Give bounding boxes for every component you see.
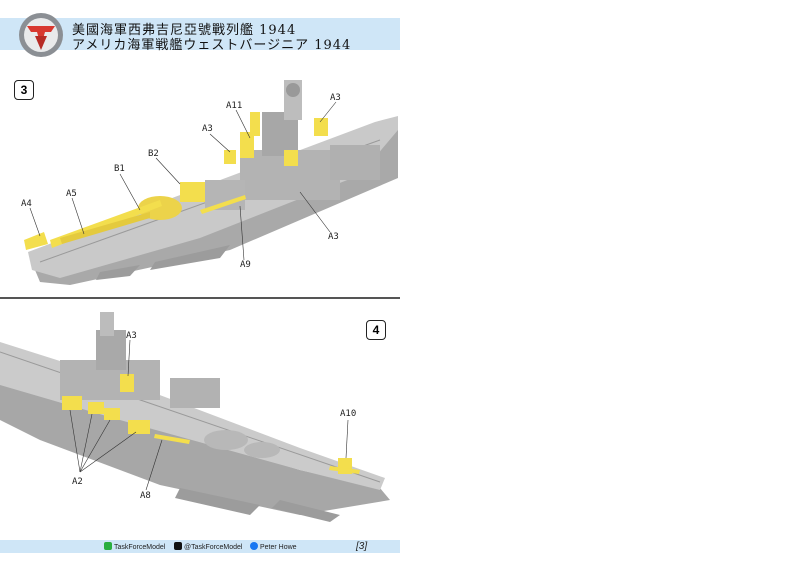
label-b2: B2 [148, 149, 159, 159]
ship-step-3 [24, 80, 398, 285]
x-logo-icon [174, 542, 182, 550]
label-a4: A4 [21, 199, 32, 209]
title-chinese: 美國海軍西弗吉尼亞號戰列艦 1944 [72, 23, 297, 38]
label-a3-step4: A3 [126, 331, 137, 341]
facebook-icon [250, 542, 258, 550]
footer-x: @TaskForceModel [174, 542, 242, 551]
label-a2: A2 [72, 477, 83, 487]
label-a3-right: A3 [328, 232, 339, 242]
footer-wechat: TaskForceModel [104, 542, 165, 551]
facebook-name: Peter Howe [260, 544, 297, 551]
label-b1: B1 [114, 164, 125, 174]
label-a3-top: A3 [330, 93, 341, 103]
title-japanese: アメリカ海軍戦艦ウェストバージニア 1944 [72, 38, 352, 53]
label-a10: A10 [340, 409, 356, 419]
label-a9: A9 [240, 260, 251, 270]
ship-step-4 [0, 312, 390, 522]
label-a8: A8 [140, 491, 151, 501]
page-number: [3] [356, 541, 368, 552]
wechat-handle: TaskForceModel [114, 544, 166, 551]
task-force-logo [19, 13, 63, 57]
footer-band: TaskForceModel @TaskForceModel Peter How… [0, 540, 400, 553]
section-divider [0, 297, 400, 299]
step-3-badge: 3 [14, 80, 34, 100]
x-handle: @TaskForceModel [184, 544, 243, 551]
step-4-badge: 4 [366, 320, 386, 340]
wechat-icon [104, 542, 112, 550]
label-a3-left: A3 [202, 124, 213, 134]
label-a11: A11 [226, 101, 242, 111]
header-band [0, 18, 400, 50]
footer-facebook: Peter Howe [250, 542, 297, 551]
label-a5: A5 [66, 189, 77, 199]
